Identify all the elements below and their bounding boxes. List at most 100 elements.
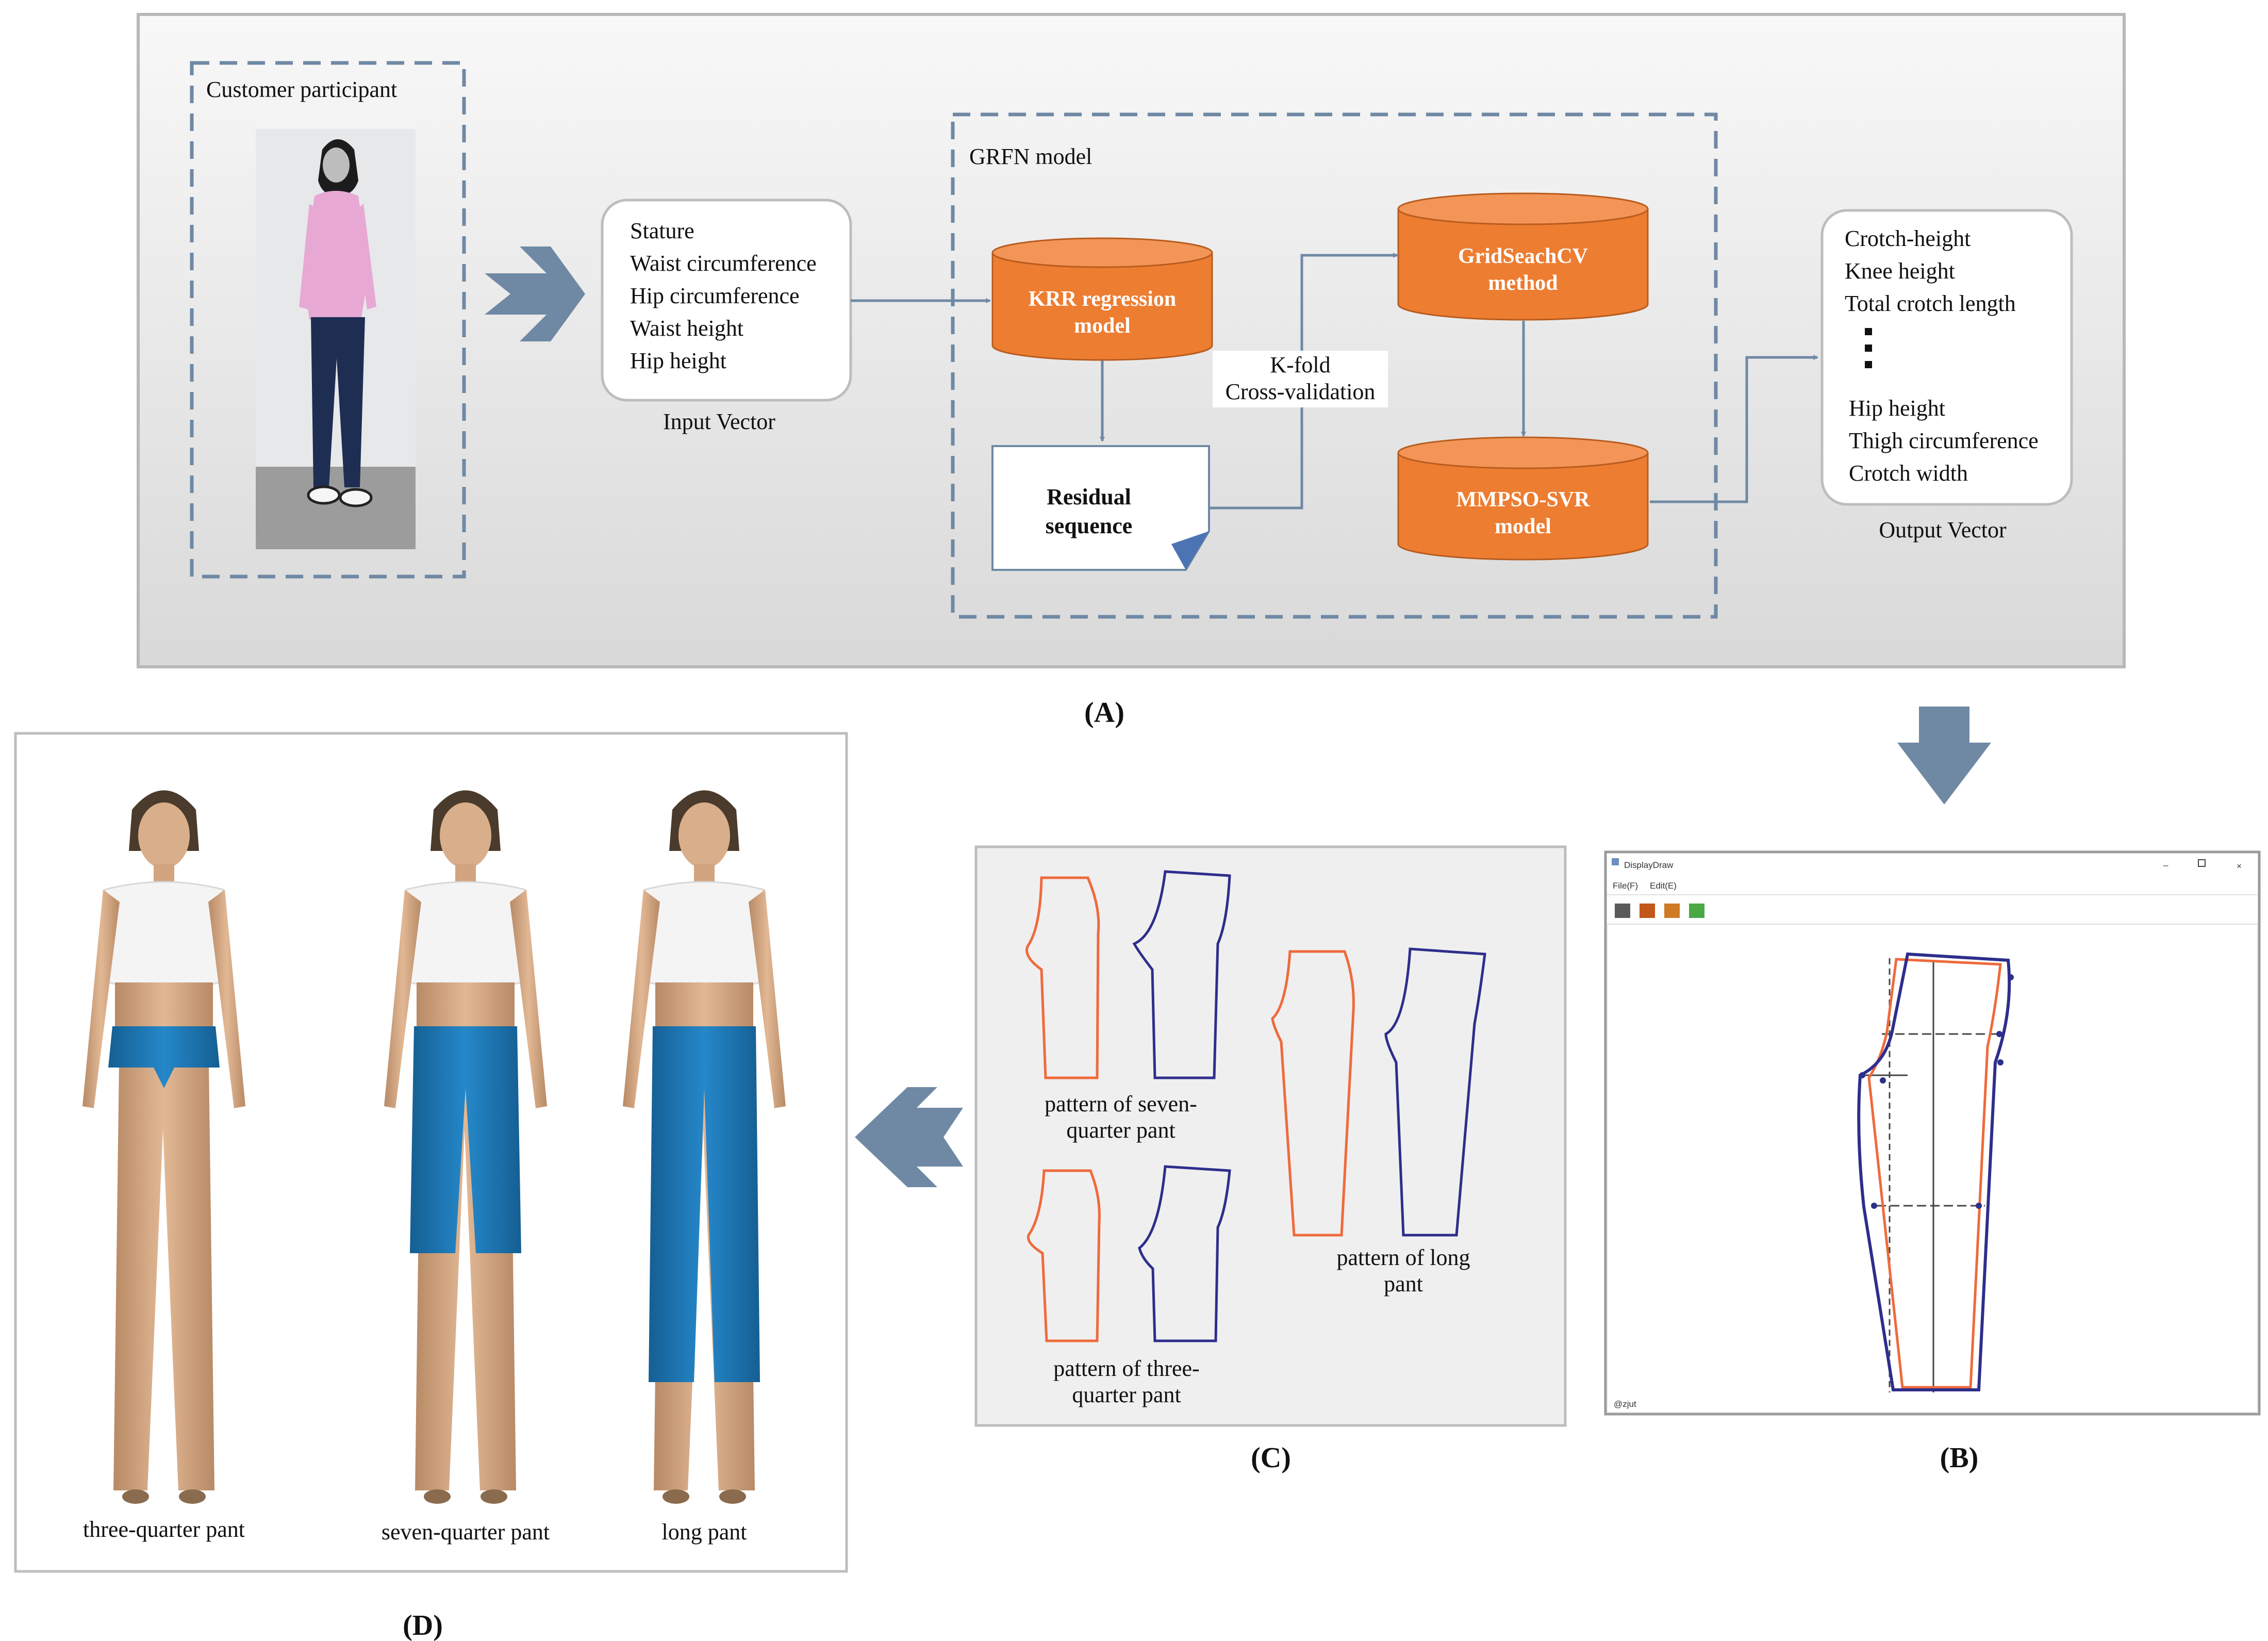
three-quarter-back-pattern <box>1138 1165 1231 1342</box>
app-icon <box>1612 858 1619 865</box>
arrow-to-input <box>485 247 585 341</box>
output-vector-list: Crotch-height Knee height Total crotch l… <box>1845 226 2039 486</box>
avatar-pants <box>649 1026 760 1382</box>
output-item: Total crotch length <box>1845 291 2016 316</box>
panel-d-label: (D) <box>403 1610 443 1641</box>
residual-label-line1: Residual <box>1047 484 1131 510</box>
ellipsis-dot <box>1865 361 1872 368</box>
avatar-shoe <box>481 1489 507 1504</box>
avatar-torso <box>115 982 213 1029</box>
menu-edit[interactable]: Edit(E) <box>1650 881 1677 891</box>
avatar-top <box>104 881 224 991</box>
caption-seven-quarter: seven-quarter pant <box>382 1519 550 1545</box>
avatar-shoe <box>122 1489 149 1504</box>
grid-label-line2: method <box>1488 271 1558 295</box>
grfn-dashed-box <box>951 112 1718 619</box>
minimize-button[interactable]: – <box>2163 860 2168 870</box>
pattern-long-line1: pattern of long <box>1336 1245 1470 1270</box>
avatar-right-arm <box>749 890 786 1108</box>
input-item: Waist height <box>630 316 743 341</box>
input-vector-list: Stature Waist circumference Hip circumfe… <box>630 218 817 373</box>
pattern-three-line1: pattern of three- <box>1053 1356 1199 1381</box>
avatar-shoe <box>663 1489 689 1504</box>
ellipsis-dot <box>1865 344 1872 352</box>
avatar-group <box>82 790 786 1504</box>
panel-a: Customer participant Stature Waist circu… <box>137 13 2126 668</box>
krr-label-line2: model <box>1074 314 1131 338</box>
avatar-shoe <box>719 1489 746 1504</box>
customer-title: Customer participant <box>206 77 397 102</box>
output-vector-box <box>1820 209 2073 506</box>
export-icon[interactable] <box>1689 904 1704 918</box>
grfn-title: GRFN model <box>969 144 1092 169</box>
residual-label-line2: sequence <box>1046 513 1133 538</box>
draw-icon[interactable] <box>1640 904 1655 918</box>
open-icon[interactable] <box>1615 904 1630 918</box>
pattern-three-line2: quarter pant <box>1072 1382 1181 1407</box>
window-title: DisplayDraw <box>1624 860 1674 870</box>
arrow-a-to-b <box>1897 707 1991 805</box>
krr-cylinder: KRR regression model <box>991 237 1213 361</box>
kfold-label-line2: Cross-validation <box>1226 379 1376 404</box>
avatar-right-arm <box>510 890 547 1108</box>
maximize-button[interactable] <box>2198 859 2206 867</box>
avatar-shoe <box>424 1489 451 1504</box>
ellipsis-dot <box>1865 328 1872 335</box>
panel-a-label: (A) <box>1084 697 1124 729</box>
avatar-torso <box>417 982 515 1029</box>
grid-label-line1: GridSeachCV <box>1458 244 1588 268</box>
output-item: Hip height <box>1849 396 1945 421</box>
three-quarter-front-pattern <box>1027 1169 1101 1342</box>
output-item: Thigh circumference <box>1849 428 2039 453</box>
avatar-top <box>644 881 765 991</box>
avatar-left-arm <box>623 890 660 1108</box>
input-item: Stature <box>630 218 694 243</box>
output-vector-caption: Output Vector <box>1879 517 2007 543</box>
output-item: Knee height <box>1845 258 1955 284</box>
seven-quarter-front-pattern <box>1025 876 1100 1079</box>
avatar-right-arm <box>208 890 245 1108</box>
mmpso-cylinder: MMPSO-SVR model <box>1397 436 1649 561</box>
avatar-head <box>440 802 491 868</box>
kfold-label-bg <box>1213 351 1388 407</box>
avatar-head <box>138 802 190 868</box>
drawing-canvas[interactable] <box>1607 924 2258 1413</box>
avatar-left-arm <box>82 890 120 1108</box>
avatar-pants <box>410 1026 521 1253</box>
long-back-pattern <box>1384 947 1486 1237</box>
panel-b-window: DisplayDraw – × File(F) Edit(E) @zjut <box>1604 850 2261 1416</box>
kfold-label-line1: K-fold <box>1270 352 1330 378</box>
gridsearch-cylinder: GridSeachCV method <box>1397 192 1649 321</box>
panel-c-background <box>974 845 1567 1427</box>
input-item: Hip height <box>630 348 726 373</box>
window-footer: @zjut <box>1614 1399 1636 1409</box>
avatar-legs <box>113 1026 214 1490</box>
residual-sequence-box: Residual sequence <box>991 445 1210 571</box>
panel-b-label: (B) <box>1940 1442 1979 1474</box>
pattern-seven-line2: quarter pant <box>1066 1118 1175 1143</box>
connector-mmpso-to-output <box>1650 355 1818 503</box>
output-item: Crotch width <box>1849 461 1968 486</box>
mmpso-label-line1: MMPSO-SVR <box>1456 488 1591 512</box>
avatar-head <box>678 802 730 868</box>
input-item: Hip circumference <box>630 283 800 308</box>
pattern-seven-line1: pattern of seven- <box>1045 1091 1197 1117</box>
seven-quarter-back-pattern <box>1132 870 1231 1079</box>
arrow-c-to-d <box>855 1087 963 1187</box>
avatar-left-arm <box>384 890 421 1108</box>
edit-icon[interactable] <box>1664 904 1680 918</box>
caption-three-quarter: three-quarter pant <box>83 1517 245 1542</box>
avatar-shoe <box>179 1489 206 1504</box>
close-button[interactable]: × <box>2237 861 2242 871</box>
output-item: Crotch-height <box>1845 226 1971 251</box>
customer-dashed-box <box>190 61 466 579</box>
krr-label-line1: KRR regression <box>1029 287 1177 311</box>
menu-file[interactable]: File(F) <box>1613 881 1638 891</box>
input-vector-caption: Input Vector <box>663 409 775 434</box>
window-titlebar <box>1607 854 2258 872</box>
panel-c-label: (C) <box>1251 1442 1291 1474</box>
avatar-pants <box>108 1026 220 1088</box>
pattern-drawing <box>1857 952 2014 1392</box>
